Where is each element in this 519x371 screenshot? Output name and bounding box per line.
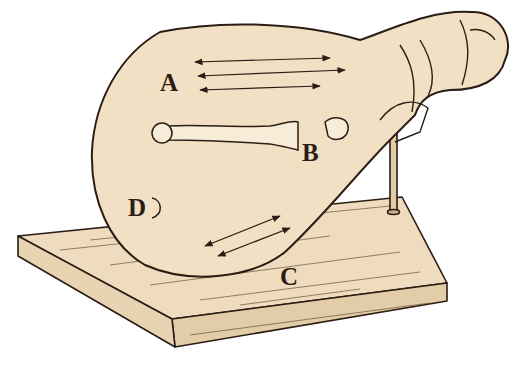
part-letter: D <box>128 195 146 220</box>
label-anchor: B <box>302 140 319 165</box>
bone <box>152 118 348 150</box>
hock-detail <box>380 20 495 142</box>
label-anchor: C <box>280 264 298 289</box>
label-anchor: A <box>160 70 178 95</box>
cut-arrows <box>195 58 345 256</box>
part-letter: C <box>280 264 298 289</box>
label-anchor: D <box>128 195 146 220</box>
ham-outline <box>92 12 508 277</box>
part-letter: A <box>160 70 178 95</box>
cut-mark <box>152 198 160 218</box>
part-letter: B <box>302 140 319 165</box>
